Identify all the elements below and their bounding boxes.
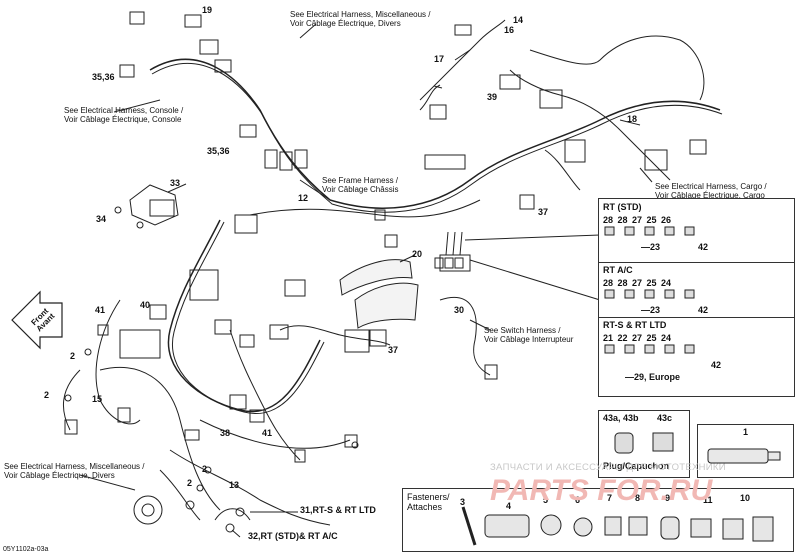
plug-number-left: 43a, 43b bbox=[603, 413, 639, 423]
watermark-text: ЗАПЧАСТИ И АКСЕССУАРЫ ДЛЯ МОТОТЕХНИКИ bbox=[490, 462, 726, 473]
fastener-number: 3 bbox=[460, 497, 466, 507]
fastener-icons bbox=[461, 506, 774, 546]
fastener-number: 4 bbox=[506, 501, 512, 511]
callout-38: 38 bbox=[220, 428, 231, 438]
callout-32: 32,RT (STD)& RT A/C bbox=[248, 531, 338, 541]
callout-14: 14 bbox=[513, 15, 524, 25]
reference-note: See Electrical Harness, Miscellaneous /V… bbox=[290, 10, 431, 28]
fasteners-panel: Fasteners/Attaches 3 4 5 6 7 8 9 10 11 1… bbox=[402, 488, 794, 552]
callout-37: 37 bbox=[538, 207, 549, 217]
reference-note: See Electrical Harness, Cargo /Voir Câbl… bbox=[655, 182, 767, 200]
plug-box: 43a, 43b 43c Plug/Capuchon bbox=[598, 410, 690, 478]
fuse-icons bbox=[604, 344, 695, 354]
callout-30: 30 bbox=[454, 305, 465, 315]
callout-41: 41 bbox=[95, 305, 106, 315]
dielectric-tube-box: 1 bbox=[697, 424, 794, 478]
callout-2: 2 bbox=[202, 464, 208, 474]
panel-divider bbox=[599, 262, 794, 263]
fuse-icons bbox=[604, 226, 695, 236]
reference-note: See Switch Harness /Voir Câblage Interru… bbox=[484, 326, 574, 344]
fastener-number: 7 bbox=[607, 493, 613, 503]
fastener-number: 11 bbox=[703, 495, 713, 505]
callout-15: 15 bbox=[92, 394, 103, 404]
fuse-group-title: RT-S & RT LTD bbox=[603, 320, 667, 330]
callout-2: 2 bbox=[70, 351, 76, 361]
callout-2: 2 bbox=[44, 390, 50, 400]
plug-caption: Plug/Capuchon bbox=[603, 461, 669, 471]
fuse-icons bbox=[604, 289, 695, 299]
callout-35-36: 35,36 bbox=[92, 72, 115, 82]
reference-note: See Electrical Harness, Miscellaneous /V… bbox=[4, 462, 145, 480]
reference-note: See Frame Harness /Voir Câblage Châssis bbox=[322, 176, 399, 194]
fuse-group-rt-s-ltd: RT-S & RT LTD 21 22 27 25 24 42 —29, Eur… bbox=[603, 320, 783, 382]
fuse-numbers: 21 22 27 25 24 bbox=[603, 333, 672, 343]
callout-20: 20 bbox=[412, 249, 423, 259]
reference-note: See Electrical Harness, Console /Voir Câ… bbox=[64, 106, 184, 124]
watermark-logo: PARTS FOR.RU bbox=[490, 474, 713, 507]
callout-19: 19 bbox=[202, 5, 213, 15]
fuse-group-title: RT A/C bbox=[603, 265, 633, 275]
fastener-number: 8 bbox=[635, 493, 641, 503]
callout-16: 16 bbox=[504, 25, 515, 35]
fastener-number: 10 bbox=[740, 493, 751, 503]
callout-31: 31,RT-S & RT LTD bbox=[300, 505, 376, 515]
tube-number: 1 bbox=[743, 427, 749, 437]
callout-17: 17 bbox=[434, 54, 445, 64]
callout-34: 34 bbox=[96, 214, 107, 224]
plug-number-right: 43c bbox=[657, 413, 673, 423]
tube-icon bbox=[707, 448, 781, 464]
fuse-note: —29, Europe bbox=[625, 372, 681, 382]
panel-divider bbox=[599, 317, 794, 318]
callout-33: 33 bbox=[170, 178, 181, 188]
fastener-number: 6 bbox=[575, 495, 581, 505]
callout-18: 18 bbox=[627, 114, 638, 124]
fuse-numbers: 28 28 27 25 26 bbox=[603, 215, 672, 225]
fasteners-title: Fasteners/Attaches bbox=[407, 492, 450, 512]
callout-37: 37 bbox=[388, 345, 399, 355]
callout-35-36: 35,36 bbox=[207, 146, 230, 156]
fuse-numbers: 28 28 27 25 24 bbox=[603, 278, 672, 288]
fastener-number: 9 bbox=[665, 493, 671, 503]
callout-12: 12 bbox=[298, 193, 309, 203]
fastener-number: 5 bbox=[543, 495, 549, 505]
plug-icons bbox=[614, 432, 674, 454]
fuse-note: 42 bbox=[711, 360, 722, 370]
callout-40: 40 bbox=[140, 300, 151, 310]
callout-2: 2 bbox=[187, 478, 193, 488]
figure-code: 05Y1102a-03a bbox=[3, 546, 49, 553]
fuse-group-title: RT (STD) bbox=[603, 202, 642, 212]
callout-13: 13 bbox=[229, 480, 240, 490]
callout-41: 41 bbox=[262, 428, 273, 438]
callout-39: 39 bbox=[487, 92, 498, 102]
